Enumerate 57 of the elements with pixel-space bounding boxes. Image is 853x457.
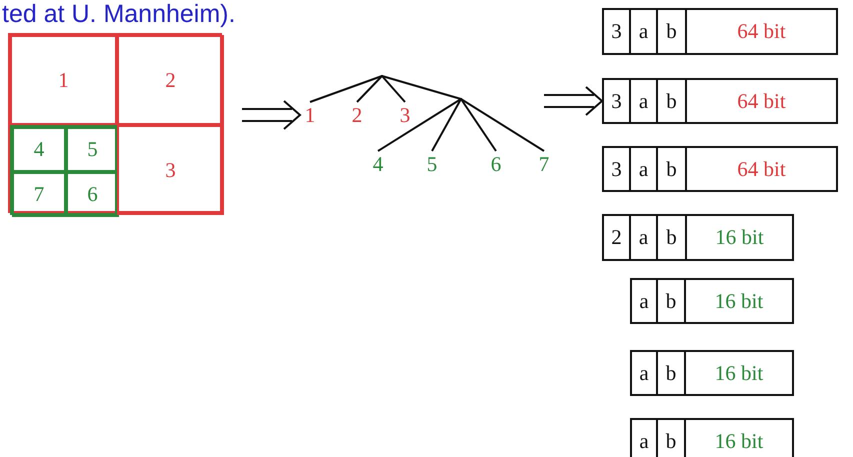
field-value: b [656, 10, 685, 53]
bit-size-label: 16 bit [684, 420, 792, 457]
tree-node-label: 2 [347, 102, 367, 128]
field-value: b [656, 352, 684, 394]
grid-region: 3 [117, 125, 224, 215]
bit-size-label: 16 bit [684, 280, 792, 322]
field-value: a [629, 80, 656, 122]
field-value: b [656, 420, 684, 457]
bit-size-label: 64 bit [685, 10, 836, 53]
tree-branch [460, 98, 497, 152]
record-row [630, 418, 794, 457]
record-row [602, 146, 838, 192]
tree-branch [431, 98, 462, 152]
bit-size-label: 16 bit [684, 352, 792, 394]
bit-size-label: 64 bit [685, 148, 836, 190]
double-arrow [543, 86, 604, 116]
tree-branch [460, 98, 545, 152]
grid-region: 2 [117, 35, 224, 125]
tree-node-label: 6 [486, 151, 506, 177]
field-value: b [656, 216, 685, 259]
tree-node-label: 7 [534, 151, 554, 177]
bit-size-label: 16 bit [685, 216, 792, 259]
field-value: a [629, 148, 656, 190]
field-value: b [656, 80, 685, 122]
field-value: a [638, 428, 650, 454]
tree-node-label: 3 [395, 102, 415, 128]
quadrant-outline [10, 125, 117, 215]
field-value: b [656, 280, 684, 322]
tree-node-label: 4 [368, 151, 388, 177]
tree-branch [377, 98, 462, 152]
tree-node-label: 5 [422, 151, 442, 177]
field-value: 3 [610, 156, 623, 182]
record-row [630, 350, 794, 396]
tree-branch [381, 75, 406, 103]
grid-region: 7 [12, 172, 66, 217]
record-row [602, 78, 838, 124]
field-value: 2 [610, 224, 623, 251]
tree-branch [356, 75, 383, 103]
heading-text: ted at U. Mannheim). [2, 0, 236, 28]
record-row [602, 214, 794, 261]
record-row [602, 8, 838, 55]
field-value: a [629, 216, 656, 259]
field-value: b [656, 148, 685, 190]
field-value: a [638, 360, 650, 386]
tree-branch [310, 75, 382, 103]
field-value: a [629, 10, 656, 53]
grid-region: 6 [66, 172, 119, 217]
record-row [630, 278, 794, 324]
field-value: 3 [610, 18, 623, 45]
field-value: a [638, 288, 650, 314]
bit-size-label: 64 bit [685, 80, 836, 122]
field-value: 3 [610, 88, 623, 114]
tree-node-label: 1 [300, 102, 320, 128]
double-arrow [241, 100, 302, 130]
grid-region: 4 [12, 127, 66, 172]
tree-branch [382, 75, 462, 100]
grid-region: 1 [10, 35, 117, 125]
